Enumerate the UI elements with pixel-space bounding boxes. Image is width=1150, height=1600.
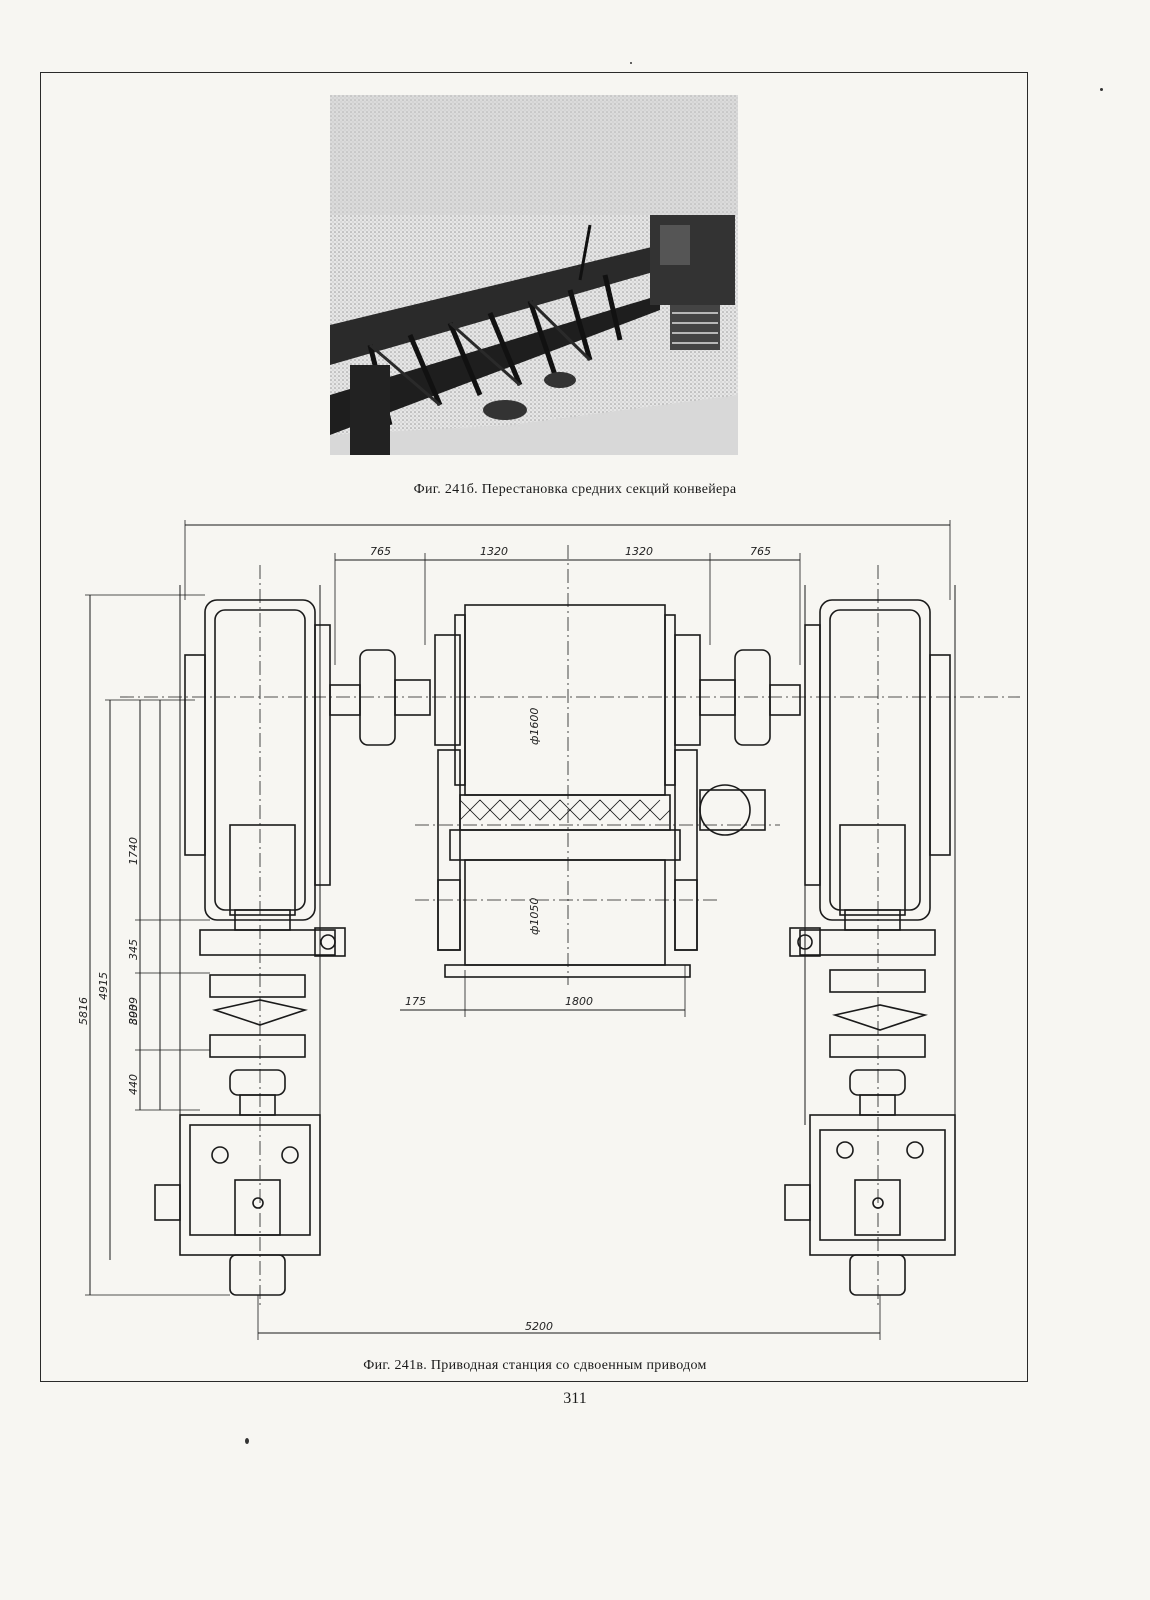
dim-765-right: 765 (750, 545, 771, 558)
dim-5200: 5200 (525, 1320, 553, 1333)
dim-800: 800 (127, 1004, 140, 1025)
dim-drum-upper: ф1600 (528, 708, 541, 745)
drive-station-drawing: 765 1320 1320 765 ф1600 ф1050 175 1800 5… (77, 520, 1020, 1340)
dim-345: 345 (127, 939, 140, 960)
conveyor-photo (330, 95, 738, 455)
dim-1740: 1740 (127, 837, 140, 865)
dim-5816: 5816 (77, 997, 90, 1025)
page-number: 311 (563, 1390, 587, 1407)
dim-1320-right: 1320 (625, 545, 653, 558)
page-frame (40, 72, 1028, 1382)
dim-1800: 1800 (565, 995, 593, 1008)
ink-speck (630, 62, 632, 64)
ink-speck (245, 1438, 249, 1444)
dim-440: 440 (127, 1074, 140, 1095)
dim-3939: 3939 (127, 997, 140, 1025)
photo-caption: Фиг. 241б. Перестановка средних секций к… (413, 482, 737, 497)
dim-175: 175 (405, 995, 426, 1008)
dim-4915: 4915 (97, 972, 110, 1000)
drawing-caption: Фиг. 241в. Приводная станция со сдвоенны… (363, 1358, 707, 1373)
dim-drum-lower: ф1050 (528, 898, 541, 935)
ink-speck (1100, 88, 1103, 91)
dim-1320-left: 1320 (480, 545, 508, 558)
dim-765-left: 765 (370, 545, 391, 558)
